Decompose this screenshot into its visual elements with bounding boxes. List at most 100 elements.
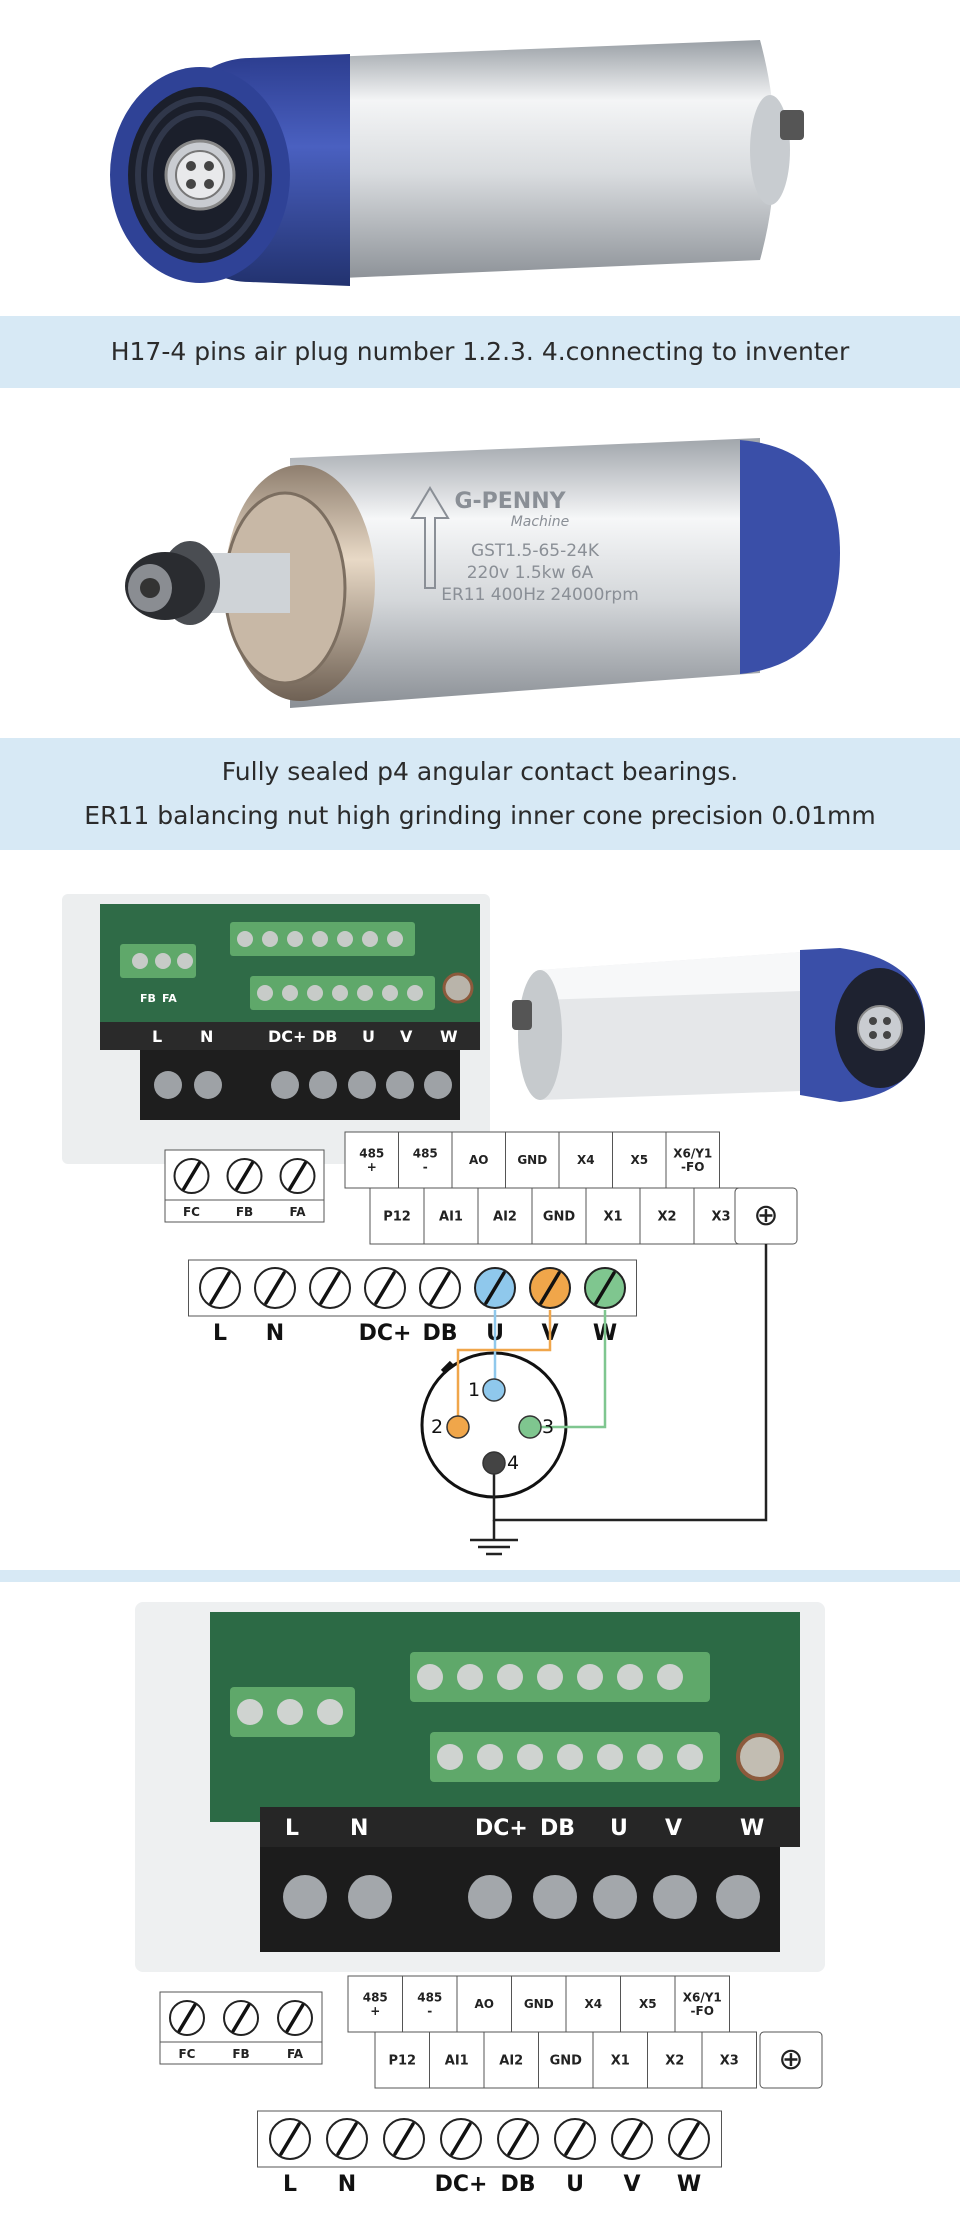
power-label: L	[213, 1321, 227, 1346]
ctrl-top-label: AO	[469, 1153, 489, 1167]
ctrl-bot-label: AI1	[439, 1210, 463, 1225]
ctrl-top-cell	[612, 1131, 667, 1189]
inverter-board-large-photo: L N DC+ DB U V W	[135, 1602, 825, 1972]
spindle-brand-sub: Machine	[511, 514, 570, 530]
ctrl2-top-label: X5	[639, 1997, 657, 2011]
spindle-model: GST1.5-65-24K	[471, 541, 600, 561]
ctrl2-bot-label: P12	[388, 2054, 416, 2069]
ctrl-bot-label: X2	[657, 1210, 676, 1225]
ctrl-bot-cell	[423, 1187, 479, 1245]
ctrl-top-label: X5	[630, 1153, 648, 1167]
caption-air-plug: H17-4 pins air plug number 1.2.3. 4.conn…	[110, 337, 850, 366]
plug-pin	[518, 1415, 542, 1439]
ctrl2-bot-cell	[592, 2031, 648, 2089]
relay-label: FC	[178, 2047, 195, 2061]
ctrl2-top-cell	[620, 1975, 676, 2033]
ctrl-bot-cell	[585, 1187, 641, 1245]
board-large-print-l: L	[285, 1816, 299, 1841]
ctrl-top-cell	[558, 1131, 613, 1189]
inverter-board-photo: FB FA L N DC+ DB U V W	[62, 894, 490, 1164]
board-large-print-u: U	[610, 1816, 628, 1841]
caption-band-2: Fully sealed p4 angular contact bearings…	[0, 738, 960, 850]
board-print-u: U	[362, 1027, 375, 1046]
spindle-brand: G-PENNY	[454, 489, 566, 514]
power-label: DC+	[435, 2172, 488, 2197]
power-label: V	[623, 2172, 640, 2197]
ctrl2-top-cell	[402, 1975, 458, 2033]
wire-v	[456, 1310, 552, 1427]
spindle-rear-photo	[0, 0, 960, 316]
ctrl-top-cell	[451, 1131, 506, 1189]
caption-balancing-nut: ER11 balancing nut high grinding inner c…	[84, 801, 876, 830]
board-print-db: DB	[312, 1027, 337, 1046]
ctrl2-top-label: 485-	[417, 1991, 442, 2018]
ctrl2-top-label: X6/Y1-FO	[683, 1991, 722, 2018]
plug-pin-number: 3	[542, 1416, 554, 1438]
plug-pin-number: 1	[468, 1379, 480, 1401]
power-label: DB	[500, 2172, 535, 2197]
board-print-v: V	[400, 1027, 413, 1046]
board-large-print-db: DB	[540, 1816, 575, 1841]
wire-w	[530, 1310, 607, 1429]
board-large-print-dc: DC+	[475, 1816, 528, 1841]
power-label: DC+	[359, 1321, 412, 1346]
caption-band-1: H17-4 pins air plug number 1.2.3. 4.conn…	[0, 316, 960, 388]
board-print-fb: FB	[140, 992, 156, 1005]
ctrl-top-label: X4	[577, 1153, 595, 1167]
divider-band	[0, 1570, 960, 1582]
relay-terminals-2: FC FB FA	[159, 1991, 323, 2065]
wiring-section-1: FB FA L N DC+ DB U V W	[0, 850, 960, 1570]
power-label: N	[338, 2172, 356, 2197]
ctrl2-bot-cell	[647, 2031, 703, 2089]
relay-label: FB	[232, 2047, 249, 2061]
ctrl-top-label: 485+	[359, 1147, 384, 1174]
power-label: DB	[422, 1321, 457, 1346]
board-print-w: W	[440, 1027, 458, 1046]
ground-terminal-icon-2: ⊕	[778, 2042, 803, 2077]
ctrl2-top-cell	[511, 1975, 567, 2033]
control-terminals-bottom-2: P12 AI1 AI2 GND X1 X2 X3 ⊕	[374, 2031, 823, 2089]
ctrl-bot-cell	[531, 1187, 587, 1245]
ctrl-top-cell	[505, 1131, 560, 1189]
ctrl2-bot-label: X2	[665, 2054, 684, 2069]
power-label: U	[566, 2172, 584, 2197]
ctrl-top-label: 485-	[413, 1147, 438, 1174]
ctrl-top-label: X6/Y1-FO	[673, 1147, 712, 1174]
spindle-small-photo	[512, 948, 925, 1102]
board-print-dc: DC+	[268, 1027, 306, 1046]
ctrl2-bot-label: GND	[550, 2054, 583, 2069]
relay-label: FC	[183, 1205, 200, 1219]
power-label: N	[266, 1321, 284, 1346]
ctrl2-top-label: GND	[524, 1997, 554, 2011]
wire-ground	[492, 1244, 768, 1522]
plug-pin	[482, 1378, 506, 1402]
ctrl-bot-label: P12	[383, 1210, 411, 1225]
board-print-n: N	[200, 1027, 213, 1046]
ctrl2-top-label: AO	[475, 1997, 495, 2011]
spindle-front-photo: G-PENNY Machine GST1.5-65-24K 220v 1.5kw…	[0, 388, 960, 738]
caption-bearings: Fully sealed p4 angular contact bearings…	[221, 757, 739, 786]
ctrl2-bot-label: AI1	[445, 2054, 469, 2069]
board-large-print-n: N	[350, 1816, 368, 1841]
ctrl2-top-label: 485+	[363, 1991, 388, 2018]
plug-pin-number: 2	[431, 1416, 443, 1438]
ctrl2-bot-label: X3	[720, 2054, 739, 2069]
power-label: L	[283, 2172, 297, 2197]
ctrl2-bot-label: AI2	[499, 2054, 523, 2069]
relay-label: FB	[236, 1205, 253, 1219]
ctrl-bot-label: AI2	[493, 1210, 517, 1225]
ground-box-2	[759, 2031, 823, 2089]
relay-label: FA	[287, 2047, 304, 2061]
ctrl-bot-cell	[639, 1187, 695, 1245]
spindle-spec-speed: ER11 400Hz 24000rpm	[441, 585, 639, 605]
ctrl2-bot-cell	[701, 2031, 757, 2089]
ctrl2-bot-label: X1	[611, 2054, 630, 2069]
ctrl2-top-cell	[347, 1975, 403, 2033]
plug-pin	[446, 1415, 470, 1439]
